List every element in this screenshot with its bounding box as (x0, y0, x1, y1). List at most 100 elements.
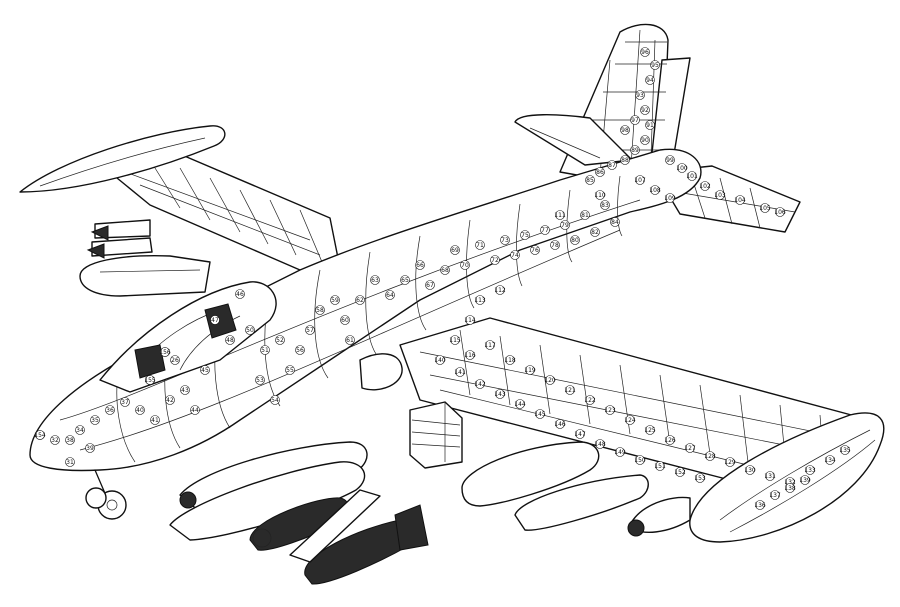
callout-circle (770, 490, 780, 500)
callout-circle (650, 60, 660, 70)
callout-circle (305, 325, 315, 335)
callout-number: 80 (571, 237, 579, 244)
callout-circle (245, 325, 255, 335)
callout-label: 122 (584, 395, 596, 405)
callout-number: 116 (464, 352, 476, 359)
callout-label: 50 (245, 325, 255, 335)
callout-number: 62 (356, 297, 364, 304)
callout-label: 40 (135, 405, 145, 415)
callout-circle (687, 171, 697, 181)
callout-circle (475, 295, 485, 305)
callout-circle (355, 295, 365, 305)
callout-number: 75 (521, 232, 529, 239)
callout-label: 81 (580, 210, 590, 220)
callout-circle (535, 409, 545, 419)
callout-label: 101 (686, 171, 698, 181)
callout-circle (645, 75, 655, 85)
callout-number: 154 (34, 432, 46, 439)
callout-circle (275, 335, 285, 345)
left-tailplane (514, 114, 633, 166)
callout-circle (755, 500, 765, 510)
callout-label: 48 (225, 335, 235, 345)
callout-number: 120 (544, 377, 556, 384)
callout-circle (645, 120, 655, 130)
callout-label: 79 (560, 220, 570, 230)
callout-circle (705, 451, 715, 461)
callout-circle (200, 365, 210, 375)
callout-circle (595, 439, 605, 449)
callout-label: 85 (585, 175, 595, 185)
callout-number: 136 (754, 502, 766, 509)
callout-number: 102 (699, 183, 711, 190)
callout-circle (785, 483, 795, 493)
callout-label: 42 (165, 395, 175, 405)
callout-circle (450, 335, 460, 345)
callout-label: 139 (799, 475, 811, 485)
callout-number: 141 (454, 369, 466, 376)
callout-number: 109 (664, 195, 676, 202)
callout-number: 57 (306, 327, 314, 334)
callout-label: 102 (699, 181, 711, 191)
callout-circle (210, 315, 220, 325)
callout-circle (695, 473, 705, 483)
callout-number: 152 (674, 469, 686, 476)
callout-number: 99 (666, 157, 674, 164)
callout-label: 112 (494, 285, 506, 295)
callout-circle (540, 225, 550, 235)
callout-number: 40 (136, 407, 144, 414)
callout-circle (400, 275, 410, 285)
callout-number: 126 (664, 437, 676, 444)
callout-circle (620, 125, 630, 135)
callout-circle (145, 375, 155, 385)
callout-label: 70 (460, 260, 470, 270)
callout-circle (595, 167, 605, 177)
callout-circle (640, 135, 650, 145)
callout-circle (840, 445, 850, 455)
callout-number: 115 (449, 337, 461, 344)
callout-label: 154 (34, 430, 46, 440)
callout-number: 50 (246, 327, 254, 334)
callout-number: 66 (416, 262, 424, 269)
callout-circle (450, 245, 460, 255)
callout-circle (165, 395, 175, 405)
callout-number: 100 (676, 165, 688, 172)
callout-number: 71 (476, 242, 484, 249)
callout-circle (225, 335, 235, 345)
callout-label: 47 (210, 315, 220, 325)
callout-circle (650, 185, 660, 195)
callout-circle (315, 305, 325, 315)
callout-label: 97 (630, 115, 640, 125)
callout-number: 107 (634, 177, 646, 184)
callout-circle (610, 217, 620, 227)
callout-number: 79 (561, 222, 569, 229)
callout-label: 80 (570, 235, 580, 245)
callout-circle (90, 415, 100, 425)
callout-label: 136 (754, 500, 766, 510)
callout-number: 65 (401, 277, 409, 284)
callout-label: 113 (474, 295, 486, 305)
callout-number: 91 (646, 122, 654, 129)
callout-label: 58 (315, 305, 325, 315)
callout-circle (260, 345, 270, 355)
callout-circle (370, 275, 380, 285)
callout-number: 36 (106, 407, 114, 414)
callout-number: 78 (551, 242, 559, 249)
callout-number: 31 (66, 459, 74, 466)
callout-circle (700, 181, 710, 191)
callout-circle (545, 375, 555, 385)
callout-label: 115 (449, 335, 461, 345)
callout-circle (505, 355, 515, 365)
callout-number: 147 (574, 431, 586, 438)
callout-number: 140 (434, 357, 446, 364)
callout-label: 96 (640, 47, 650, 57)
callout-label: 32 (50, 435, 60, 445)
callout-circle (530, 245, 540, 255)
callout-label: 88 (620, 155, 630, 165)
callout-circle (607, 160, 617, 170)
callout-circle (65, 435, 75, 445)
callout-number: 39 (86, 445, 94, 452)
callout-number: 58 (316, 307, 324, 314)
callout-label: 57 (305, 325, 315, 335)
callout-number: 132 (784, 479, 796, 486)
callout-number: 68 (441, 267, 449, 274)
